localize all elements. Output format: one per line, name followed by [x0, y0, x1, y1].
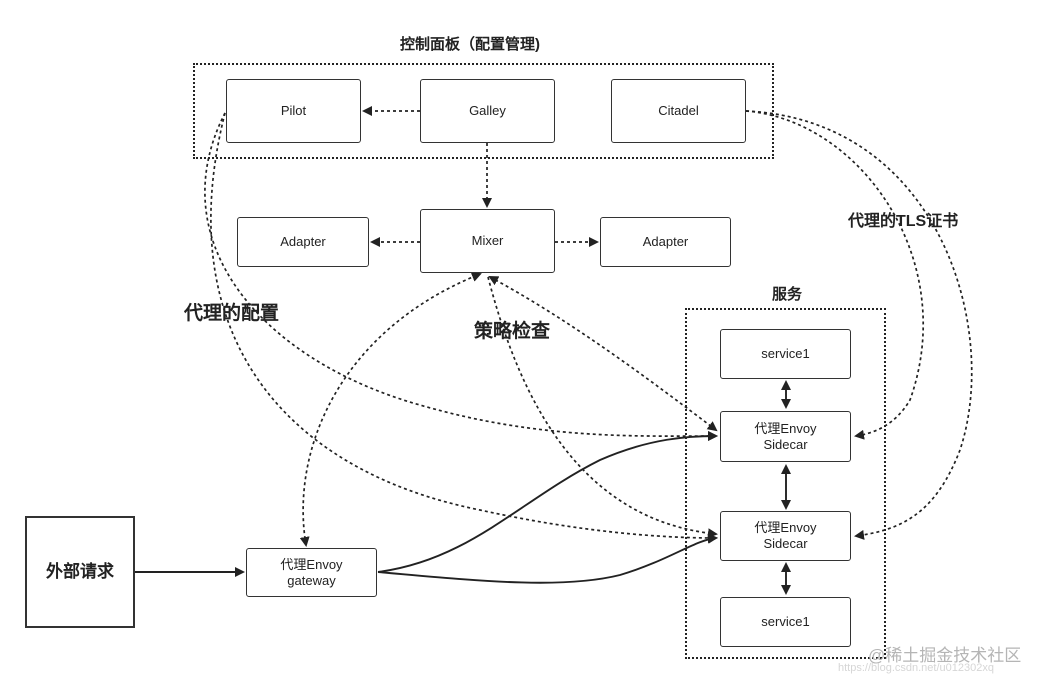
watermark-url: https://blog.csdn.net/u012302xq	[838, 662, 994, 674]
gateway-to-sidecar-bottom-arrow	[377, 533, 718, 584]
pilot-to-sidecar-top-arrow	[204, 112, 718, 442]
mixer-to-sidecar-top-policy-arrow	[488, 276, 718, 432]
proxy-config-label: 代理的配置	[184, 303, 280, 324]
gateway-line2: gateway	[287, 572, 336, 588]
proxy-tls-label: 代理的TLS证书	[848, 213, 959, 230]
pilot-node[interactable]: Pilot	[226, 79, 361, 143]
policy-check-label: 策略检查	[474, 321, 551, 342]
sidecar-bottom-line1: 代理Envoy	[754, 520, 817, 535]
adapter-right-node[interactable]: Adapter	[600, 217, 731, 267]
pilot-to-sidecar-bottom-arrow	[210, 112, 718, 543]
citadel-node[interactable]: Citadel	[611, 79, 746, 143]
adapter-left-node[interactable]: Adapter	[237, 217, 369, 267]
sidecar-top-node[interactable]: 代理Envoy Sidecar	[720, 411, 851, 462]
services-title: 服务	[772, 286, 803, 303]
control-plane-group	[193, 63, 774, 159]
sidecar-top-line1: 代理Envoy	[754, 420, 817, 436]
services-group	[685, 308, 886, 659]
citadel-to-sidecar-bottom-tls-arrow	[745, 110, 973, 540]
service-top-node[interactable]: service1	[720, 329, 851, 379]
gateway-mixer-policy-arrow	[299, 272, 482, 547]
gateway-to-sidecar-top-arrow	[377, 431, 718, 573]
mixer-to-sidecar-bottom-policy-arrow	[487, 276, 718, 539]
watermark-brand: @稀土掘金技术社区	[868, 646, 1022, 665]
control-plane-title: 控制面板（配置管理)	[400, 36, 540, 53]
galley-node[interactable]: Galley	[420, 79, 555, 143]
sidecar-top-line2: Sidecar	[763, 436, 808, 452]
mixer-node[interactable]: Mixer	[420, 209, 555, 273]
external-request-node[interactable]: 外部请求	[25, 516, 135, 628]
gateway-node[interactable]: 代理Envoy gateway	[246, 548, 377, 597]
sidecar-bottom-node[interactable]: 代理Envoy Sidecar	[720, 511, 851, 561]
gateway-line1: 代理Envoy	[280, 556, 343, 572]
service-bottom-node[interactable]: service1	[720, 597, 851, 647]
sidecar-bottom-line2: Sidecar	[763, 536, 808, 551]
